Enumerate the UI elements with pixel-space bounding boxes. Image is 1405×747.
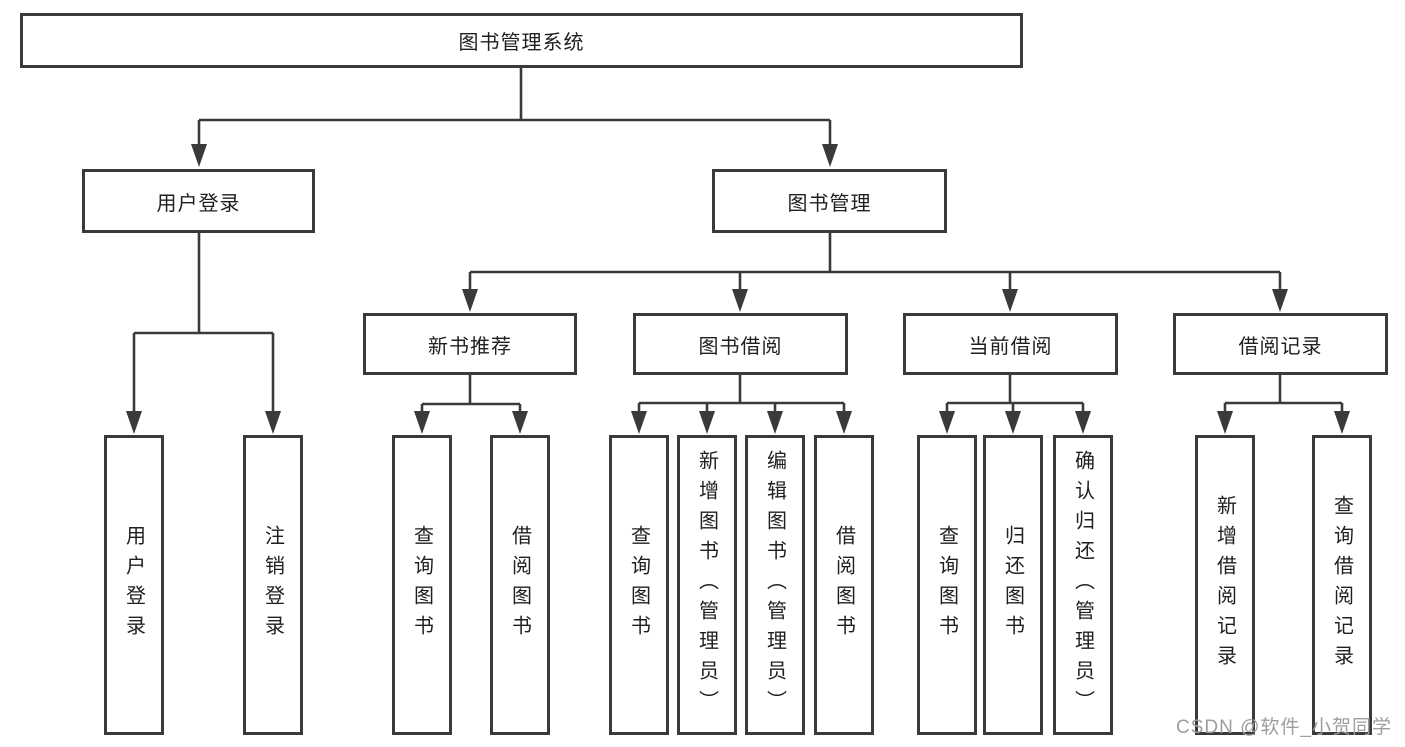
leaf-add-borrow-record: 新增借阅记录 <box>1195 435 1255 735</box>
leaf-borrow-books-recommend: 借阅图书 <box>490 435 550 735</box>
node-new-book-recommend: 新书推荐 <box>363 313 577 375</box>
node-book-management: 图书管理 <box>712 169 947 233</box>
node-book-borrowing: 图书借阅 <box>633 313 848 375</box>
node-current-borrowing: 当前借阅 <box>903 313 1118 375</box>
leaf-borrow-books-borrowing: 借阅图书 <box>814 435 874 735</box>
leaf-logout: 注销登录 <box>243 435 303 735</box>
leaf-add-book-admin: 新增图书（管理员） <box>677 435 737 735</box>
leaf-query-borrow-record: 查询借阅记录 <box>1312 435 1372 735</box>
csdn-watermark: CSDN @软件_小贺同学 <box>1176 717 1392 738</box>
leaf-query-books-borrowing: 查询图书 <box>609 435 669 735</box>
leaf-edit-book-admin: 编辑图书（管理员） <box>745 435 805 735</box>
leaf-query-books-current: 查询图书 <box>917 435 977 735</box>
leaf-return-book: 归还图书 <box>983 435 1043 735</box>
node-borrowing-records: 借阅记录 <box>1173 313 1388 375</box>
leaf-confirm-return-admin: 确认归还（管理员） <box>1053 435 1113 735</box>
node-library-management-system: 图书管理系统 <box>20 13 1023 68</box>
leaf-query-books-recommend: 查询图书 <box>392 435 452 735</box>
leaf-user-login: 用户登录 <box>104 435 164 735</box>
node-user-login: 用户登录 <box>82 169 315 233</box>
